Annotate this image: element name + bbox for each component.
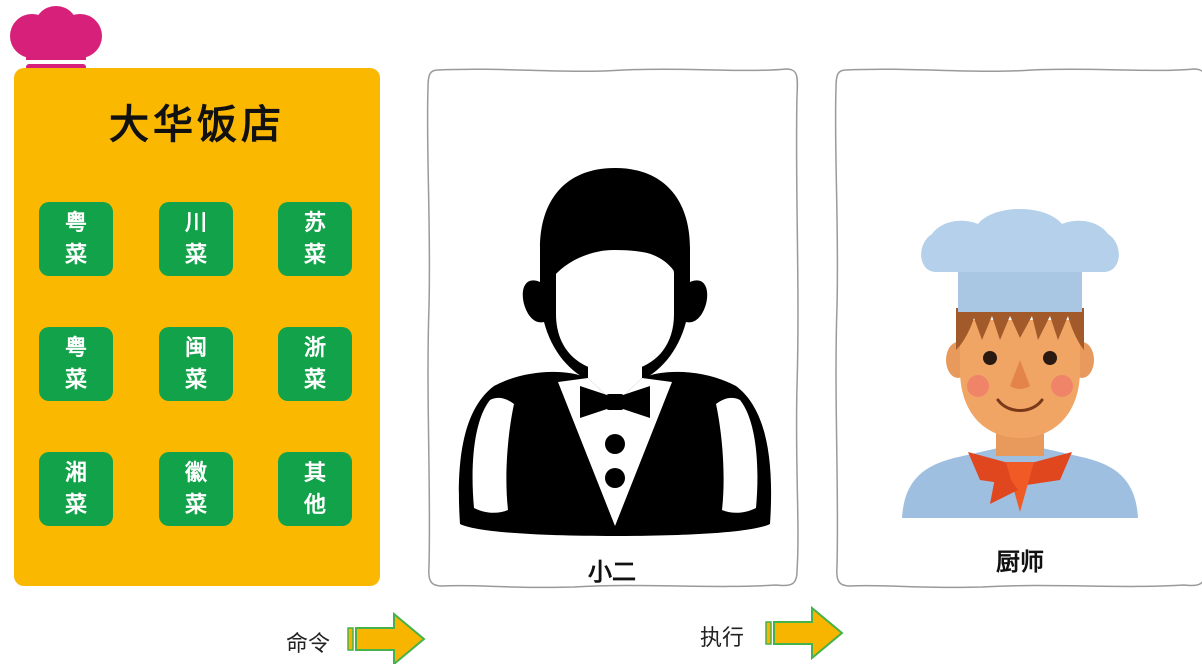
menu-panel: 大华饭店 粤菜 川菜 苏菜 粤菜 闽菜 浙菜 湘菜 徽菜 其他 <box>14 68 380 586</box>
dish-label: 浙菜 <box>303 335 326 393</box>
dish-label: 其他 <box>303 460 326 518</box>
dish-label: 苏菜 <box>303 210 326 268</box>
dish-label: 粤菜 <box>64 335 87 393</box>
waiter-label: 小二 <box>588 559 636 586</box>
waiter-card: 小二 <box>424 66 800 590</box>
execute-label: 执行 <box>700 625 745 650</box>
dish-button-xiang[interactable]: 湘菜 <box>39 452 113 526</box>
dish-label: 粤菜 <box>64 210 87 268</box>
right-arrow-icon <box>347 612 426 664</box>
dish-button-zhe[interactable]: 浙菜 <box>278 327 352 401</box>
dish-button-min[interactable]: 闽菜 <box>159 327 233 401</box>
dish-button-su[interactable]: 苏菜 <box>278 202 352 276</box>
dish-label: 川菜 <box>184 210 207 268</box>
restaurant-name: 大华饭店 <box>109 101 285 148</box>
dish-button-other[interactable]: 其他 <box>278 452 352 526</box>
chef-card: 厨师 <box>832 66 1202 590</box>
dish-button-yue[interactable]: 粤菜 <box>39 202 113 276</box>
dish-button-yue-2[interactable]: 粤菜 <box>39 327 113 401</box>
dish-label: 湘菜 <box>64 460 87 518</box>
chef-icon <box>902 209 1138 518</box>
dish-label: 徽菜 <box>184 460 207 518</box>
waiter-icon <box>458 168 772 536</box>
chef-label: 厨师 <box>996 549 1044 576</box>
dish-button-hui[interactable]: 徽菜 <box>159 452 233 526</box>
dish-label: 闽菜 <box>184 335 207 393</box>
right-arrow-icon <box>765 606 844 660</box>
dish-button-chuan[interactable]: 川菜 <box>159 202 233 276</box>
dish-grid: 粤菜 川菜 苏菜 粤菜 闽菜 浙菜 湘菜 徽菜 其他 <box>39 202 353 526</box>
command-label: 命令 <box>286 631 331 656</box>
